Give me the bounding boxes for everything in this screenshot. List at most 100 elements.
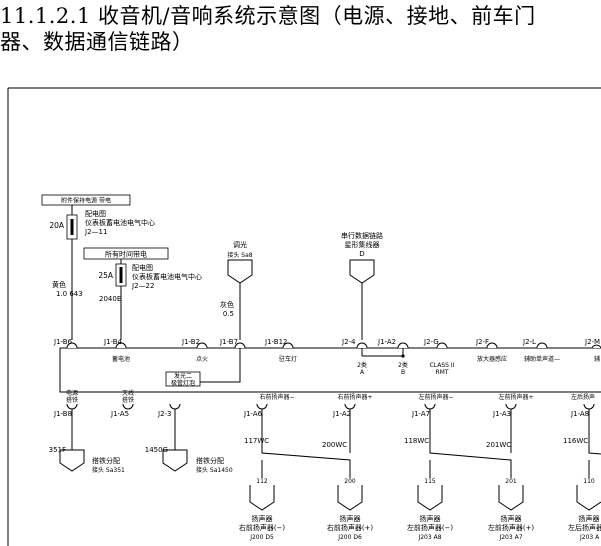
svg-text:RMT: RMT (435, 369, 448, 376)
radio-module-box (59, 347, 601, 393)
wire-label: 201WC (486, 441, 511, 449)
fuse2-note: 仪表板蓄电池电气中心 (132, 272, 202, 281)
svg-text:B: B (401, 369, 405, 376)
fuse-25a-label: 25A (98, 271, 114, 280)
pin-label: J2-M (584, 338, 600, 346)
pin-label: J1-A5 (110, 410, 129, 418)
fuse-20a-label: 20A (49, 221, 65, 230)
pin-desc: 蓄电池 (112, 355, 130, 363)
led-indicator-box (165, 371, 201, 387)
fuse2-note: J2—22 (131, 282, 154, 290)
wire-label: 118WC (404, 437, 429, 445)
wire-label: 116WC (563, 437, 588, 445)
svg-text:CLASS II: CLASS II (430, 362, 455, 369)
datalink-label: 串行数据链路 (341, 231, 383, 240)
pin-label: J1-B8 (53, 410, 72, 418)
svg-text:扬声器: 扬声器 (340, 514, 361, 523)
pin-label: J1-A2 (332, 410, 351, 418)
speaker-num: 115 (424, 478, 436, 485)
connector-bumps-top (66, 342, 601, 349)
speaker-num: 200 (344, 478, 356, 485)
svg-text:扬声器: 扬声器 (420, 514, 441, 523)
fuse1-note: 配电图 (85, 209, 106, 218)
wire-id: 2040E (99, 295, 121, 303)
power-source-label: 附件保持电源 带电 (61, 197, 111, 205)
ground-label: 搭铁分配 (92, 456, 120, 465)
speaker-pin-label: 左前扬声器+ (498, 393, 533, 401)
speaker-pin-label: 右前扬声器− (259, 393, 294, 401)
wire-spec: 1.0 643 (56, 290, 83, 298)
pin-label: J2-3 (157, 410, 172, 418)
page-title-continued: 器、数据通信链路） (0, 30, 194, 54)
svg-text:扬声器: 扬声器 (252, 514, 273, 523)
page-title: 11.1.2.1 收音机/音响系统示意图（电源、接地、前车门 (0, 4, 536, 28)
speaker-labels: 扬声器 右前扬声器(−) J200 D5 扬声器 右前扬声器(+) J200 D… (239, 514, 601, 541)
dimmer-splice (227, 259, 253, 284)
speaker-num: 201 (505, 478, 517, 485)
datalink-label: D (359, 250, 364, 258)
pin-label: J1-A6 (243, 410, 263, 418)
diagram-frame (7, 87, 601, 546)
speaker-pin-label: 左前扬声器− (418, 393, 453, 401)
pin-label: J1-B4 (103, 338, 123, 346)
pin-desc: 点火 (196, 355, 208, 363)
ground-splice (162, 449, 188, 472)
ground-splice (59, 449, 85, 472)
svg-text:右前扬声器(+): 右前扬声器(+) (327, 523, 374, 532)
ground-wire-id: 1450G (145, 446, 168, 454)
svg-text:左前扬声器(+): 左前扬声器(+) (488, 523, 535, 532)
dimmer-wire-spec: 0.5 (223, 310, 234, 318)
pin-desc: 驻车灯 (279, 355, 297, 363)
pin-label: J1-B2 (181, 338, 200, 346)
svg-text:A: A (360, 369, 365, 376)
power-source-box (83, 247, 169, 260)
connector-bumps-bottom (66, 403, 595, 410)
speaker-pin-label: 右前扬声器+ (337, 393, 372, 401)
svg-text:J200 D5: J200 D5 (249, 534, 274, 541)
dimmer-label: 调光 (233, 240, 247, 249)
pin-desc: 辅助单声道— (524, 355, 560, 363)
wire-color: 黄色 (52, 280, 66, 289)
svg-text:扬声器: 扬声器 (579, 514, 600, 523)
svg-text:天线: 天线 (122, 389, 134, 397)
fuse1-note: J2—11 (84, 228, 107, 236)
wire-label: 200WC (322, 441, 347, 449)
ground-label: 接头 Sa1450 (196, 466, 233, 474)
pin-desc: 2类 (357, 361, 367, 369)
wire-label: 117WC (244, 437, 269, 445)
ground-wire-id: 351F (49, 446, 66, 454)
ground-label: 接头 Sa351 (92, 466, 125, 474)
svg-text:J203 A8: J203 A8 (417, 534, 441, 541)
speaker-pin-label: 左后扬声 (571, 393, 595, 401)
datalink-label: 星形集线器 (345, 240, 380, 249)
speaker-connectors (249, 485, 601, 511)
power-source-box (41, 194, 131, 206)
ground-label: 搭铁分配 (196, 456, 224, 465)
svg-text:左后扬声器: 左后扬声器 (568, 523, 601, 532)
pin-label: J1-A8 (570, 410, 589, 418)
pin-label: J1-A2 (377, 338, 396, 346)
pin-label: J2-4 (341, 338, 356, 346)
svg-text:J203 A7: J203 A7 (498, 534, 522, 541)
dimmer-label: 接头 Sa8 (227, 251, 252, 259)
pin-label: J2-L (522, 338, 536, 346)
pin-label: J1-B12 (264, 338, 288, 346)
fuse1-note: 仪表板蓄电池电气中心 (85, 218, 155, 227)
speaker-num: 110 (583, 478, 595, 485)
pin-desc: 放大器感应 (477, 355, 507, 363)
datalink-hub (349, 259, 375, 284)
pin-label: J2-F (475, 338, 489, 346)
pin-label: J2-G (423, 338, 439, 346)
svg-text:电源: 电源 (66, 389, 78, 397)
svg-text:J200 D6: J200 D6 (337, 534, 362, 541)
power-source-label: 所有时间带电 (105, 250, 147, 259)
pin-label: J1-A7 (411, 410, 430, 418)
svg-text:发光二: 发光二 (174, 372, 192, 380)
svg-text:搭铁: 搭铁 (122, 396, 134, 404)
svg-text:极管灯泡: 极管灯泡 (171, 379, 195, 387)
pin-label: J1-B6 (53, 338, 73, 346)
speaker-num: 112 (256, 478, 268, 485)
svg-text:搭铁: 搭铁 (66, 396, 78, 404)
dimmer-wire-color: 灰色 (220, 300, 234, 309)
